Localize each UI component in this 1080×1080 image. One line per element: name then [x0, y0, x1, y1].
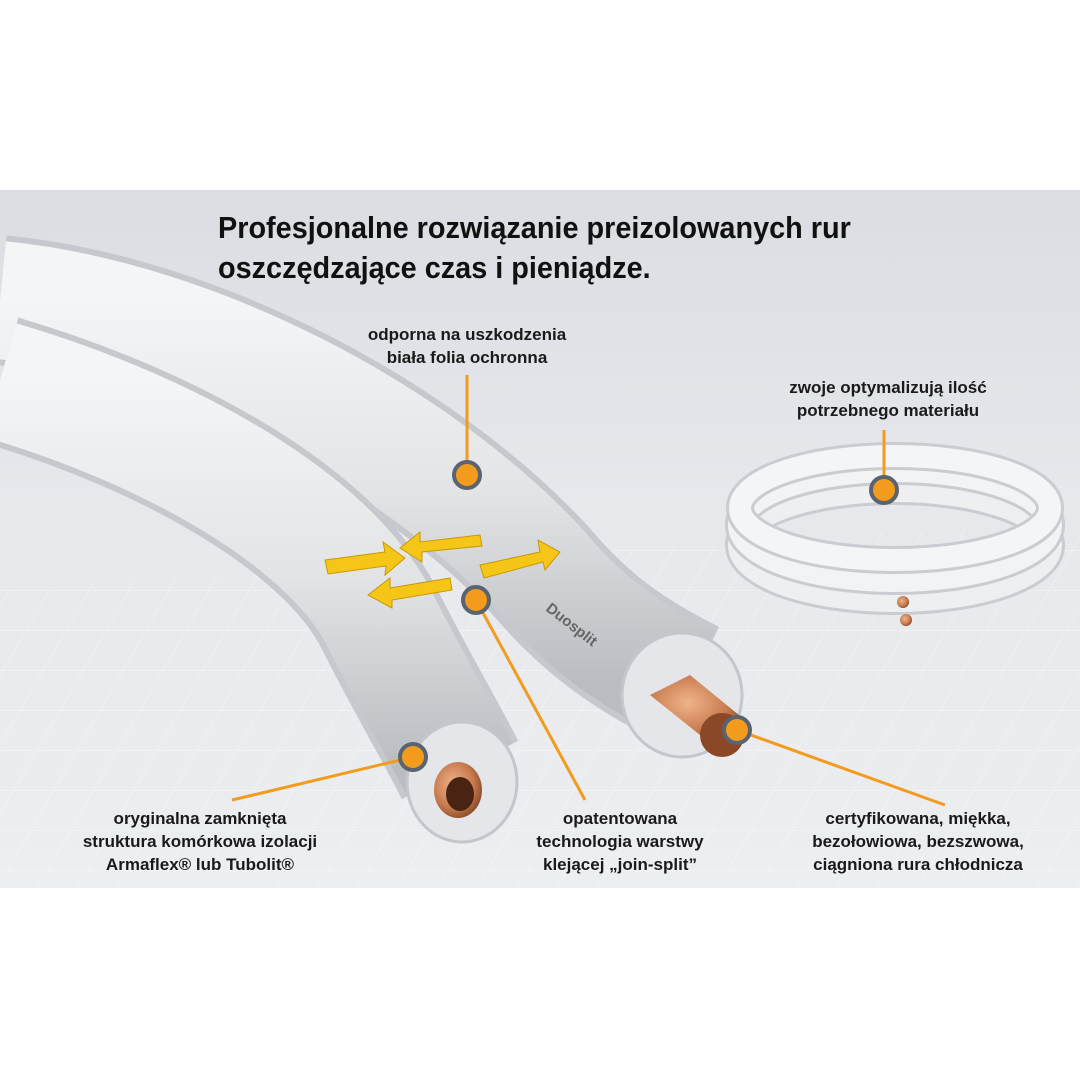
- arrow-icon: [367, 576, 453, 609]
- callout-markers: [398, 460, 899, 772]
- infographic-panel: Duosplit: [0, 190, 1080, 888]
- callout-line-join-split: [474, 599, 587, 801]
- pipe-left-surface: [0, 323, 513, 797]
- callout-text: ciągniona rura chłodnicza: [813, 855, 1023, 874]
- callout-marker-insulation: [398, 742, 428, 772]
- callout-join-split: opatentowana technologia warstwy klejące…: [536, 807, 703, 876]
- callout-text: opatentowana: [562, 809, 678, 828]
- pipes-illustration: Duosplit: [0, 235, 1080, 888]
- callout-text: bezołowiowa, bezszwowa,: [812, 832, 1024, 851]
- callout-line-copper: [736, 728, 946, 807]
- callout-protective-foil: odporna na uszkodzenia biała folia ochro…: [368, 323, 566, 369]
- callout-text: certyfikowana, miękka,: [825, 809, 1011, 828]
- arrow-icon: [399, 530, 483, 563]
- headline: Profesjonalne rozwiązanie preizolowanych…: [218, 208, 851, 288]
- headline-line-1: Profesjonalne rozwiązanie preizolowanych…: [218, 210, 851, 245]
- coil-copper-end: [897, 596, 909, 608]
- callout-line-insulation: [231, 755, 414, 802]
- headline-line-2: oszczędzające czas i pieniądze.: [218, 250, 651, 285]
- arrow-icon: [479, 539, 561, 579]
- callout-coils: zwoje optymalizują ilość potrzebnego mat…: [789, 376, 986, 422]
- callout-marker-join-split: [461, 585, 491, 615]
- callout-lines: [231, 375, 946, 807]
- callout-text: biała folia ochronna: [386, 348, 548, 367]
- callout-copper-pipe: certyfikowana, miękka, bezołowiowa, bezs…: [812, 807, 1024, 876]
- callout-text: zwoje optymalizują ilość: [789, 378, 987, 397]
- arrow-icon: [324, 540, 406, 577]
- copper-pipe-left-bore: [446, 777, 474, 811]
- floor-grid: [0, 520, 1080, 888]
- callout-marker-coils: [869, 475, 899, 505]
- coil-copper-end: [900, 614, 912, 626]
- callout-marker-copper: [722, 715, 752, 745]
- callout-text: potrzebnego materiału: [796, 401, 980, 420]
- callout-marker-foil: [452, 460, 482, 490]
- callout-text: technologia warstwy: [536, 832, 704, 851]
- join-split-arrows: [324, 530, 561, 609]
- callout-text: klejącej „join-split”: [542, 855, 697, 874]
- callout-text: Armaflex® lub Tubolit®: [105, 855, 295, 874]
- callout-text: oryginalna zamknięta: [113, 809, 287, 828]
- callout-insulation: oryginalna zamknięta struktura komórkowa…: [83, 807, 317, 876]
- callout-text: struktura komórkowa izolacji: [82, 832, 318, 851]
- callout-text: odporna na uszkodzenia: [367, 325, 567, 344]
- pipe-right-surface: [0, 241, 717, 738]
